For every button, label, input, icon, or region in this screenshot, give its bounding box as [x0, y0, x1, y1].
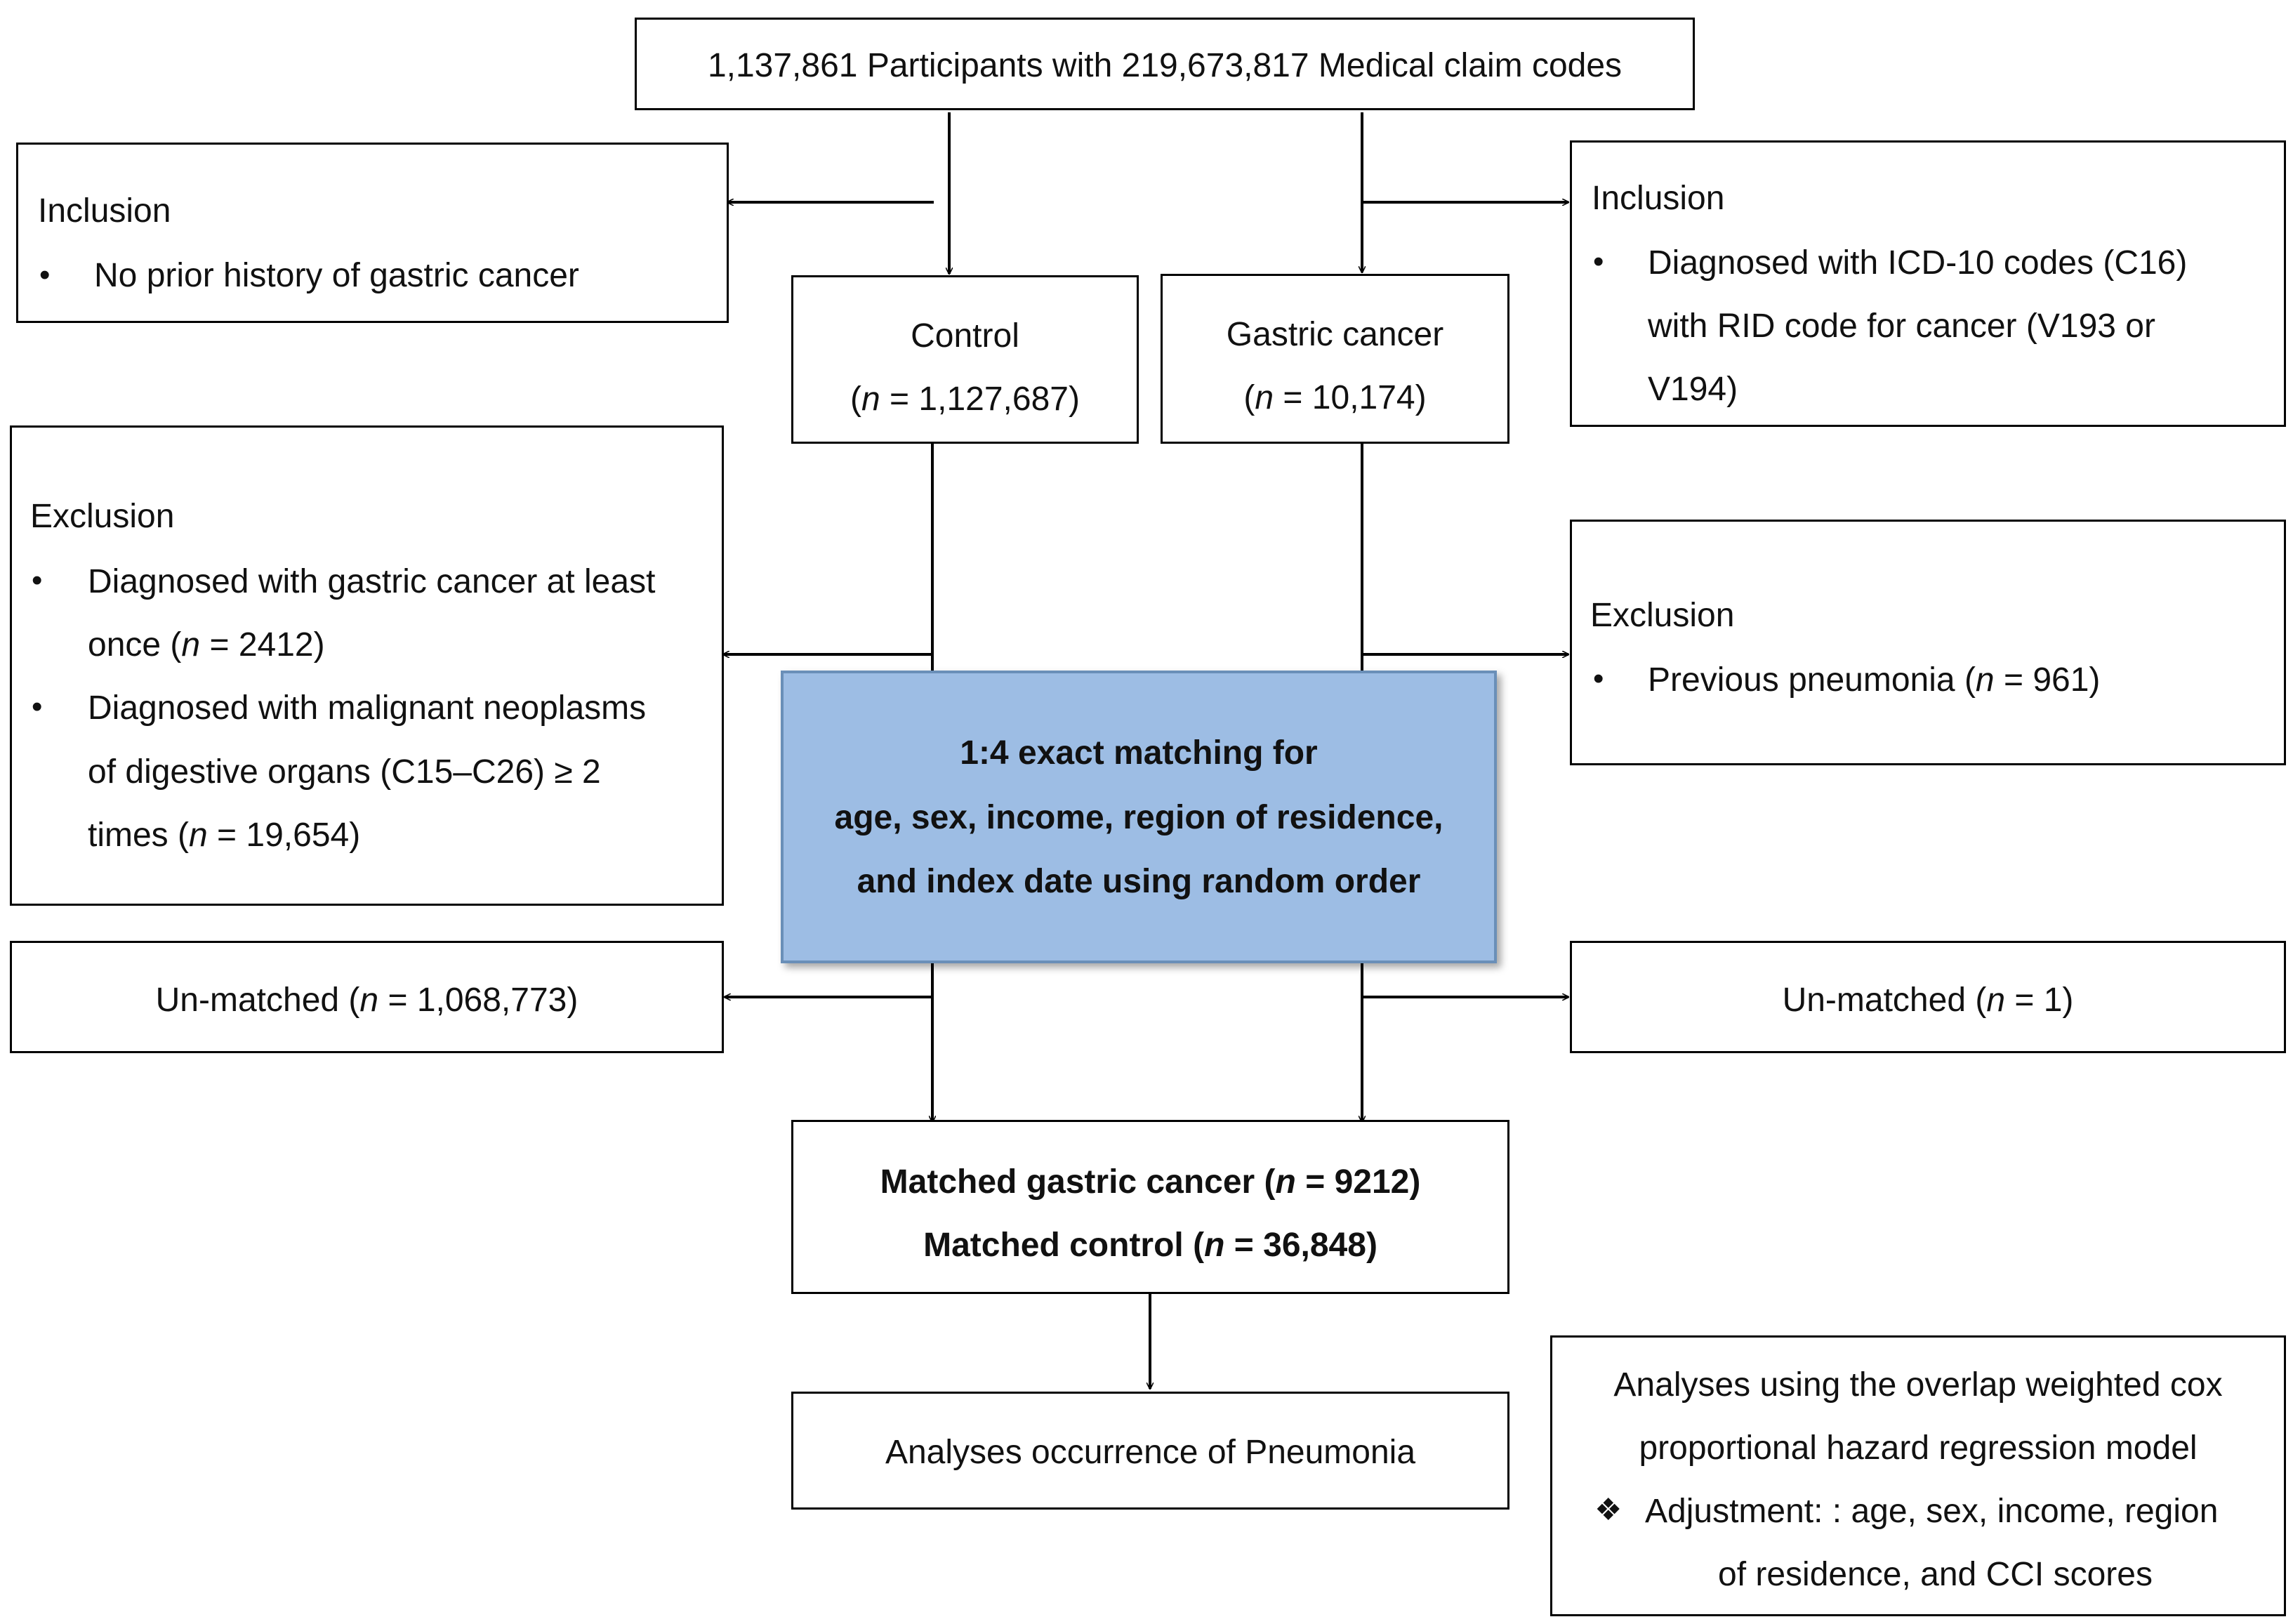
inclusion-right-title: Inclusion	[1592, 180, 1725, 217]
analyses-line3: Adjustment: : age, sex, income, region	[1645, 1493, 2219, 1530]
matched-line1: Matched gastric cancer (n = 9212)	[880, 1163, 1421, 1201]
inclusion-left-box: Inclusion • No prior history of gastric …	[16, 143, 729, 323]
outcome-box: Analyses occurrence of Pneumonia	[791, 1392, 1509, 1510]
exclusion-left-item2-line1: Diagnosed with malignant neoplasms	[88, 689, 647, 727]
analyses-box: Analyses using the overlap weighted cox …	[1550, 1335, 2286, 1616]
unmatched-left-text: Un-matched (n = 1,068,773)	[155, 982, 579, 1019]
exclusion-left-title: Exclusion	[30, 498, 175, 535]
control-label: Control	[911, 317, 1019, 355]
bullet-icon: •	[39, 258, 51, 292]
analyses-line4: of residence, and CCI scores	[1718, 1556, 2153, 1593]
unmatched-left-box: Un-matched (n = 1,068,773)	[10, 941, 724, 1053]
exclusion-left-box: Exclusion • Diagnosed with gastric cance…	[10, 425, 724, 906]
diamond-bullet-icon: ❖	[1594, 1493, 1623, 1527]
analyses-line2: proportional hazard regression model	[1639, 1430, 2198, 1467]
exclusion-right-box: Exclusion • Previous pneumonia (n = 961)	[1570, 520, 2286, 765]
bullet-icon: •	[32, 563, 43, 598]
matching-line2: age, sex, income, region of residence,	[834, 799, 1443, 836]
inclusion-left-title: Inclusion	[38, 192, 171, 230]
control-count: (n = 1,127,687)	[850, 381, 1080, 418]
matching-line3: and index date using random order	[857, 863, 1421, 900]
exclusion-left-item2-line2: of digestive organs (C15–C26) ≥ 2	[88, 753, 601, 791]
bullet-icon: •	[1593, 244, 1604, 279]
inclusion-right-line3: V194)	[1648, 371, 1738, 408]
participants-box: 1,137,861 Participants with 219,673,817 …	[635, 18, 1695, 110]
gastric-cancer-label: Gastric cancer	[1226, 316, 1444, 353]
bullet-icon: •	[1593, 661, 1604, 696]
inclusion-left-item: No prior history of gastric cancer	[94, 257, 579, 294]
exclusion-left-item1-line1: Diagnosed with gastric cancer at least	[88, 563, 656, 600]
analyses-line1: Analyses using the overlap weighted cox	[1613, 1366, 2223, 1404]
bullet-icon: •	[32, 689, 43, 724]
inclusion-right-line2: with RID code for cancer (V193 or	[1648, 308, 2155, 345]
unmatched-right-box: Un-matched (n = 1)	[1570, 941, 2286, 1053]
gastric-cancer-count: (n = 10,174)	[1243, 379, 1427, 416]
exclusion-left-item2-line3: times (n = 19,654)	[88, 817, 361, 854]
inclusion-right-line1: Diagnosed with ICD-10 codes (C16)	[1648, 244, 2188, 282]
matched-box: Matched gastric cancer (n = 9212) Matche…	[791, 1120, 1509, 1294]
outcome-text: Analyses occurrence of Pneumonia	[885, 1434, 1416, 1471]
inclusion-right-box: Inclusion • Diagnosed with ICD-10 codes …	[1570, 140, 2286, 427]
matching-box: 1:4 exact matching for age, sex, income,…	[781, 671, 1497, 963]
exclusion-right-item: Previous pneumonia (n = 961)	[1648, 661, 2101, 699]
participants-text: 1,137,861 Participants with 219,673,817 …	[707, 47, 1623, 84]
exclusion-left-item1-line2: once (n = 2412)	[88, 626, 325, 664]
matching-line1: 1:4 exact matching for	[960, 734, 1318, 772]
unmatched-right-text: Un-matched (n = 1)	[1782, 982, 2074, 1019]
control-box: Control (n = 1,127,687)	[791, 275, 1139, 444]
matched-line2: Matched control (n = 36,848)	[923, 1227, 1377, 1264]
exclusion-right-title: Exclusion	[1590, 597, 1735, 634]
gastric-cancer-box: Gastric cancer (n = 10,174)	[1161, 274, 1509, 444]
